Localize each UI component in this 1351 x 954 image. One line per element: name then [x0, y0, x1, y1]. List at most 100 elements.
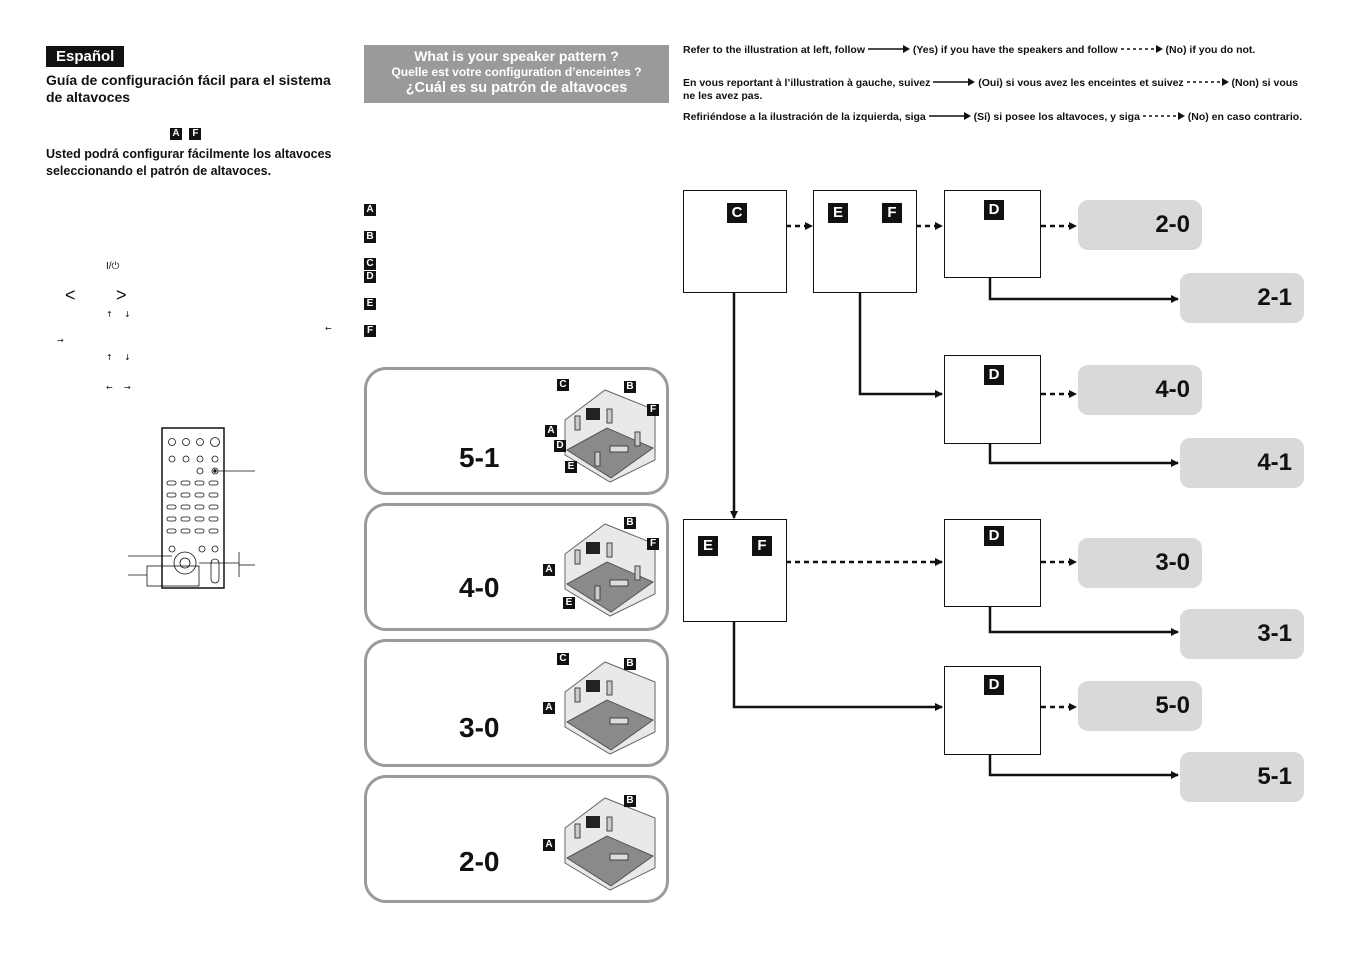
instruction-en-b: (Yes) if you have the speakers and follo…: [912, 44, 1118, 56]
result-3-1: 3-1: [1180, 609, 1304, 659]
power-symbol: I/⏻: [106, 261, 120, 272]
solid-arrow-icon: [933, 78, 976, 86]
result-5-0: 5-0: [1078, 681, 1202, 731]
instruction-es-c: (No) en caso contrario.: [1187, 111, 1303, 123]
letter-e-icon: E: [828, 203, 848, 223]
page-title: Guía de configuración fácil para el sist…: [46, 72, 331, 105]
dashed-arrow-icon: [1120, 45, 1163, 53]
speaker-b-label: B: [624, 381, 636, 393]
pattern-label: 4-0: [459, 572, 500, 603]
flow-box-ef: E F: [683, 519, 787, 622]
instruction-fr-c: (Non) si vous ne les avez pas.: [683, 77, 1299, 102]
speaker-f-label: F: [647, 404, 659, 416]
flow-box-d: D: [944, 190, 1041, 278]
pattern-card-3-0: 3-0 C B A: [364, 639, 669, 767]
speaker-b-label: B: [624, 795, 636, 807]
dashed-arrow-icon: [1142, 112, 1185, 120]
legend-b-icon: B: [364, 231, 376, 243]
letter-d-icon: D: [984, 675, 1004, 695]
speaker-legend: A B C D E F: [364, 204, 376, 337]
legend-d-icon: D: [364, 271, 376, 283]
intro-letter-icons: A F: [170, 123, 202, 141]
svg-text:→: →: [124, 383, 131, 392]
instruction-es-b: (Sí) si posee los altavoces, y siga: [973, 111, 1140, 123]
speaker-d-label: D: [554, 440, 566, 452]
result-2-1: 2-1: [1180, 273, 1304, 323]
speaker-a-label: A: [545, 425, 557, 437]
letter-d-icon: D: [984, 526, 1004, 546]
speaker-a-label: A: [543, 839, 555, 851]
left-arrow-icon: <: [65, 285, 76, 305]
question-es: ¿Cuál es su patrón de altavoces: [405, 80, 628, 96]
room-illustration: [564, 797, 656, 891]
pattern-card-5-1: 5-1 C B A D F E: [364, 367, 669, 495]
small-arrow-glyphs: ↑ ↓ ← → ↑ ↓ ← →: [57, 310, 332, 392]
result-2-0: 2-0: [1078, 200, 1202, 250]
svg-text:←: ←: [106, 383, 113, 392]
letter-f-icon: F: [189, 128, 202, 140]
solid-arrow-icon: [928, 112, 971, 120]
flow-box-ef: E F: [813, 190, 917, 293]
legend-f-icon: F: [364, 325, 376, 337]
speaker-b-label: B: [624, 658, 636, 670]
solid-arrow-icon: [867, 45, 910, 53]
flow-box-d: D: [944, 519, 1041, 607]
speaker-a-label: A: [543, 702, 555, 714]
pattern-card-4-0: 4-0 B F A E: [364, 503, 669, 631]
instruction-es-a: Refiriéndose a la ilustración de la izqu…: [683, 111, 926, 123]
letter-c-icon: C: [727, 203, 747, 223]
instruction-en-c: (No) if you do not.: [1165, 44, 1256, 56]
room-illustration: [564, 523, 656, 617]
question-en: What is your speaker pattern ?: [414, 48, 619, 64]
speaker-pattern-question: What is your speaker pattern ? Quelle es…: [364, 45, 669, 103]
legend-e-icon: E: [364, 298, 376, 310]
letter-d-icon: D: [984, 365, 1004, 385]
instruction-fr: En vous reportant à l’illustration à gau…: [683, 77, 1303, 103]
letter-f-icon: F: [882, 203, 902, 223]
speaker-e-label: E: [565, 461, 577, 473]
speaker-e-label: E: [563, 597, 575, 609]
right-arrow-icon: >: [116, 285, 127, 305]
svg-text:↑: ↑: [106, 310, 113, 319]
letter-e-icon: E: [698, 536, 718, 556]
speaker-a-label: A: [543, 564, 555, 576]
legend-a-icon: A: [364, 204, 376, 216]
room-illustration: [564, 661, 656, 755]
result-4-1: 4-1: [1180, 438, 1304, 488]
svg-text:↑: ↑: [106, 353, 113, 362]
svg-text:→: →: [57, 336, 64, 345]
speaker-b-label: B: [624, 517, 636, 529]
flow-box-d: D: [944, 355, 1041, 444]
pattern-card-2-0: 2-0 B A: [364, 775, 669, 903]
letter-a-icon: A: [170, 128, 182, 140]
remote-control-illustration: [128, 427, 255, 589]
svg-text:↓: ↓: [124, 353, 131, 362]
question-fr: Quelle est votre configuration d’enceint…: [391, 65, 642, 79]
pattern-label: 3-0: [459, 712, 500, 743]
instruction-es: Refiriéndose a la ilustración de la izqu…: [683, 111, 1303, 124]
pattern-label: 5-1: [459, 442, 500, 473]
instruction-en-a: Refer to the illustration at left, follo…: [683, 44, 866, 56]
dashed-arrow-icon: [1186, 78, 1229, 86]
language-badge: Español: [46, 46, 125, 67]
result-4-0: 4-0: [1078, 365, 1202, 415]
speaker-f-label: F: [647, 538, 659, 550]
letter-f-icon: F: [752, 536, 772, 556]
result-3-0: 3-0: [1078, 538, 1202, 588]
instruction-fr-a: En vous reportant à l’illustration à gau…: [683, 77, 931, 89]
legend-c-icon: C: [364, 258, 376, 270]
letter-d-icon: D: [984, 200, 1004, 220]
intro-text: Usted podrá configurar fácilmente los al…: [46, 147, 332, 178]
pattern-label: 2-0: [459, 846, 500, 877]
flow-box-d: D: [944, 666, 1041, 755]
room-illustration: [564, 389, 656, 483]
instruction-en: Refer to the illustration at left, follo…: [683, 44, 1303, 57]
speaker-c-label: C: [557, 379, 569, 391]
svg-text:↓: ↓: [124, 310, 131, 319]
instruction-fr-b: (Oui) si vous avez les enceintes et suiv…: [978, 77, 1184, 89]
flow-box-c: C: [683, 190, 787, 293]
svg-text:←: ←: [325, 324, 332, 333]
speaker-c-label: C: [557, 653, 569, 665]
result-5-1: 5-1: [1180, 752, 1304, 802]
